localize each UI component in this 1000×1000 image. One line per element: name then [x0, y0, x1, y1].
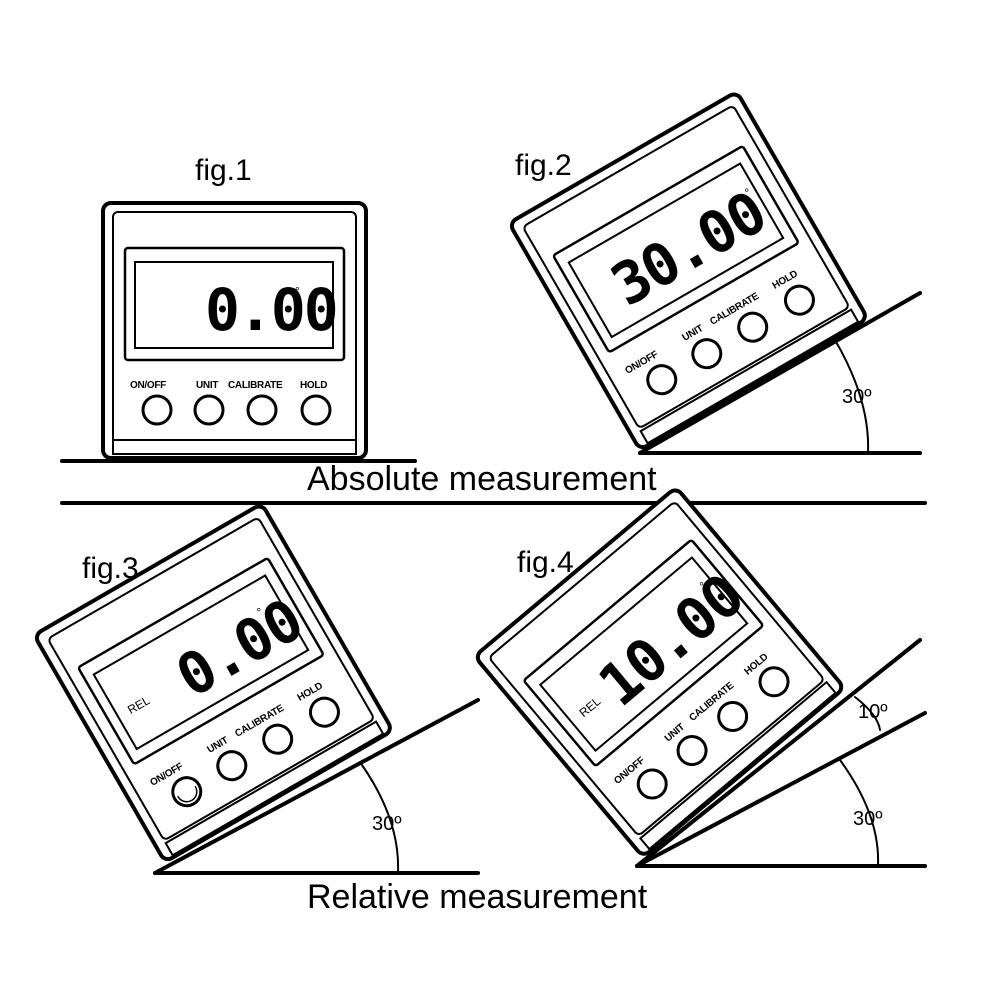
- fig2-unit-button[interactable]: [688, 335, 726, 373]
- fig4-calibrate-button[interactable]: [713, 697, 752, 736]
- fig4-incline-40-line: [635, 638, 922, 868]
- fig2-onoff-button[interactable]: [643, 361, 681, 399]
- fig4-onoff-button[interactable]: [633, 764, 672, 803]
- fig3-incline-line: [153, 698, 480, 875]
- fig1-unit-label: UNIT: [196, 380, 218, 391]
- fig2-degree-symbol: °: [743, 185, 754, 200]
- fig4-unit-button[interactable]: [672, 731, 711, 770]
- fig4-angle-arc-inner: [854, 696, 881, 731]
- fig4-device: REL 10.00 ° ON/OFF UNIT CALIBRATE HOLD: [475, 488, 844, 856]
- fig1-degree-symbol: °: [295, 284, 300, 298]
- fig4-hold-button[interactable]: [754, 662, 793, 701]
- fig3-onoff-press-icon: [177, 785, 198, 803]
- fig4-incline-30-line: [635, 711, 927, 868]
- fig4-angle-inner-label: 10º: [858, 701, 888, 723]
- fig3-hold-button[interactable]: [305, 693, 343, 731]
- fig1-unit-button[interactable]: [193, 394, 225, 426]
- fig3-angle-arc: [361, 764, 400, 873]
- fig2-incline-line: [638, 291, 922, 455]
- fig3-unit-button[interactable]: [213, 747, 251, 785]
- fig4-angle-outer-label: 30º: [853, 808, 883, 830]
- fig2-angle-arc: [834, 339, 870, 453]
- fig1-reading: 0.00: [205, 276, 337, 344]
- caption-relative: Relative measurement: [307, 878, 648, 916]
- fig1-onoff-button[interactable]: [141, 394, 173, 426]
- fig3-calibrate-button[interactable]: [259, 720, 297, 758]
- caption-absolute: Absolute measurement: [307, 460, 657, 498]
- fig3-angle-label: 30º: [372, 813, 402, 835]
- fig4-lcd-screen: [538, 556, 749, 753]
- fig1-device: 0.00 ° ON/OFF UNIT CALIBRATE HOLD: [101, 201, 368, 460]
- fig2-angle-label: 30º: [842, 386, 872, 408]
- fig3-device: REL 0.00 ° ON/OFF UNIT CALIBRATE HOLD: [34, 504, 392, 862]
- fig1-lcd-screen: [134, 261, 334, 349]
- fig1-label: fig.1: [195, 154, 252, 187]
- fig2-device: 30.00 ° ON/OFF UNIT CALIBRATE HOLD: [509, 92, 867, 450]
- fig1-hold-label: HOLD: [300, 380, 327, 391]
- fig1-hold-button[interactable]: [300, 394, 332, 426]
- fig4-label: fig.4: [517, 546, 574, 579]
- fig3-degree-symbol: °: [255, 605, 266, 620]
- fig2-lcd-screen: [567, 162, 785, 339]
- fig1-calibrate-button[interactable]: [246, 394, 278, 426]
- fig3-lcd-screen: [92, 574, 310, 751]
- fig2-calibrate-button[interactable]: [734, 308, 772, 346]
- fig1-calibrate-label: CALIBRATE: [228, 380, 283, 391]
- fig2-hold-button[interactable]: [780, 281, 818, 319]
- fig4-angle-arc-outer: [839, 759, 880, 866]
- fig1-onoff-label: ON/OFF: [130, 380, 166, 391]
- fig2-label: fig.2: [515, 149, 572, 182]
